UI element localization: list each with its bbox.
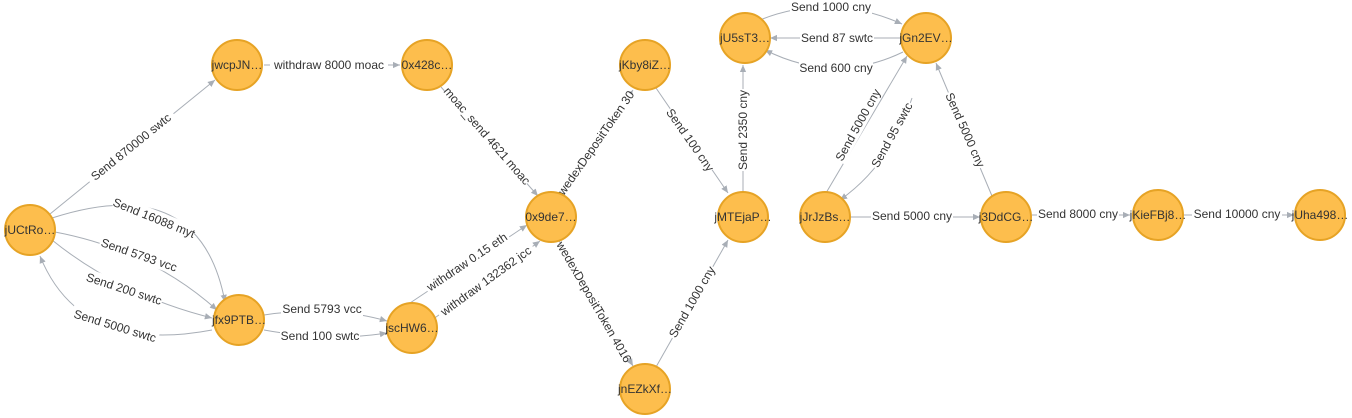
edge-label: Send 5000 cny xyxy=(872,209,952,223)
node-jfx9PTB[interactable]: jfx9PTB… xyxy=(211,294,266,346)
node-label: jUha498… xyxy=(1291,208,1349,222)
edge-jMTEjaP-jU5sT3[interactable]: Send 2350 cny xyxy=(735,65,750,192)
edge-jfx9PTB-jUCtRo[interactable]: Send 5000 swtc xyxy=(39,255,213,346)
edge-0x9de7-jnEZkXf[interactable]: wedexDepositToken 4016 xyxy=(553,238,635,367)
node-jscHW6[interactable]: jscHW6… xyxy=(384,302,439,354)
edge-0x428c-0x9de7[interactable]: moac_send 4621 moac xyxy=(440,83,539,197)
node-label: j3DdCG… xyxy=(978,210,1034,224)
node-jUha498[interactable]: jUha498… xyxy=(1291,189,1349,241)
edge-0x9de7-jKby8iZ[interactable]: wedexDepositToken 30 xyxy=(553,87,637,199)
edge-jGn2EV-jU5sT3-swtc[interactable]: Send 87 swtc xyxy=(770,30,900,45)
node-label: 0x9de7… xyxy=(525,210,576,224)
node-label: jMTEjaP… xyxy=(713,210,771,224)
edge-label: wedexDepositToken 4016 xyxy=(553,238,635,365)
node-j3DdCG[interactable]: j3DdCG… xyxy=(978,191,1034,243)
edge-jKby8iZ-jMTEjaP[interactable]: Send 100 cny xyxy=(655,87,729,194)
edge-jKieFBj8-jUha498[interactable]: Send 10000 cny xyxy=(1183,206,1294,221)
node-label: jfx9PTB… xyxy=(211,313,266,327)
node-label: 0x428c… xyxy=(402,58,453,72)
node-jU5sT3[interactable]: jU5sT3… xyxy=(719,12,771,64)
edge-label: wedexDepositToken 30 xyxy=(554,88,637,199)
node-jnEZkXf[interactable]: jnEZkXf… xyxy=(617,363,672,415)
node-jKieFBj8[interactable]: jKieFBj8… xyxy=(1129,189,1187,241)
edge-j3DdCG-jGn2EV[interactable]: Send 5000 cny xyxy=(935,62,993,197)
edge-label: Send 8000 cny xyxy=(1038,207,1118,221)
node-jwcpJN[interactable]: jwcpJN… xyxy=(211,39,263,91)
node-label: jJrJzBs… xyxy=(799,210,851,224)
edge-label: Send 1000 cny xyxy=(666,264,718,340)
edge-label: Send 600 cny xyxy=(799,61,872,75)
node-0x9de7[interactable]: 0x9de7… xyxy=(525,191,577,243)
edge-jfx9PTB-jscHW6-vcc[interactable]: Send 5793 vcc xyxy=(263,301,388,323)
edge-label: Send 5000 cny xyxy=(942,91,987,170)
node-label: jnEZkXf… xyxy=(617,382,672,396)
edge-label: withdraw 0.15 eth xyxy=(423,230,510,295)
edge-label: Send 5793 vcc xyxy=(282,302,361,316)
edge-label: Send 87 swtc xyxy=(801,31,873,45)
node-jKby8iZ[interactable]: jKby8iZ… xyxy=(618,39,671,91)
node-label: jU5sT3… xyxy=(719,31,770,45)
edge-label: Send 16088 myt xyxy=(111,195,198,241)
node-label: jscHW6… xyxy=(384,321,438,335)
edge-label: Send 1000 cny xyxy=(791,0,871,14)
node-0x428c[interactable]: 0x428c… xyxy=(401,39,453,91)
edge-label: moac_send 4621 moac xyxy=(441,84,533,187)
edge-jwcpJN-0x428c[interactable]: withdraw 8000 moac xyxy=(264,57,400,72)
edge-jnEZkXf-jMTEjaP[interactable]: Send 1000 cny xyxy=(655,239,729,368)
edge-jJrJzBs-j3DdCG[interactable]: Send 5000 cny xyxy=(850,208,980,223)
node-label: jGn2EV… xyxy=(898,31,952,45)
edge-label: Send 200 swtc xyxy=(84,270,163,308)
edge-jGn2EV-jU5sT3-cny[interactable]: Send 600 cny xyxy=(764,49,904,75)
edge-label: Send 10000 cny xyxy=(1194,207,1281,221)
node-jJrJzBs[interactable]: jJrJzBs… xyxy=(799,191,851,243)
edge-label: Send 5793 vcc xyxy=(99,235,179,274)
edge-label: withdraw 8000 moac xyxy=(273,58,384,72)
node-jMTEjaP[interactable]: jMTEjaP… xyxy=(713,191,772,243)
edge-jU5sT3-jGn2EV[interactable]: Send 1000 cny xyxy=(759,0,903,25)
edge-label: Send 2350 cny xyxy=(736,90,750,170)
node-label: jUCtRo… xyxy=(4,223,56,237)
edge-jUCtRo-jwcpJN[interactable]: Send 870000 swtc xyxy=(49,79,216,215)
edge-label: Send 5000 swtc xyxy=(72,307,158,345)
edge-label: Send 100 cny xyxy=(663,106,717,174)
edge-j3DdCG-jKieFBj8[interactable]: Send 8000 cny xyxy=(1032,206,1130,221)
node-jGn2EV[interactable]: jGn2EV… xyxy=(898,12,953,64)
edge-jfx9PTB-jscHW6-swtc[interactable]: Send 100 swtc xyxy=(263,328,388,343)
node-label: jKby8iZ… xyxy=(618,58,671,72)
edge-label: Send 95 swtc xyxy=(868,100,915,170)
node-label: jKieFBj8… xyxy=(1129,208,1187,222)
node-label: jwcpJN… xyxy=(211,58,263,72)
edge-label: Send 100 swtc xyxy=(281,329,360,343)
edge-label: Send 870000 swtc xyxy=(88,110,174,183)
node-jUCtRo[interactable]: jUCtRo… xyxy=(4,204,56,256)
